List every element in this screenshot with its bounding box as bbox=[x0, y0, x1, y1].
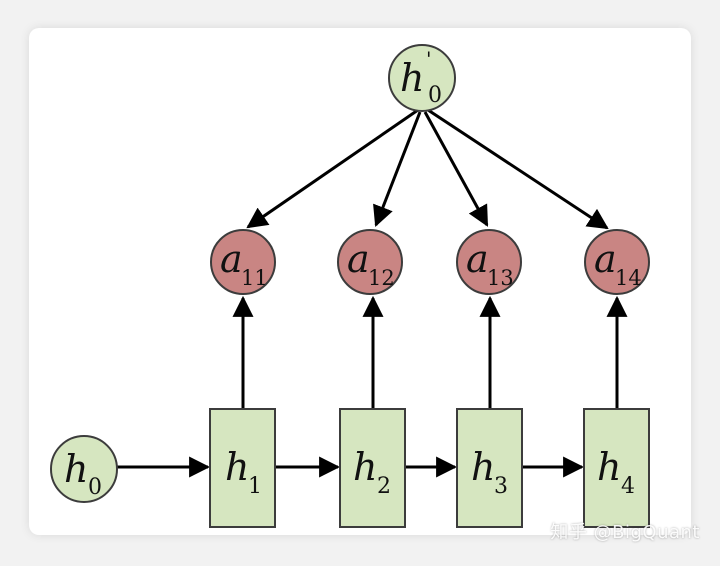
arrow-top-to-a13 bbox=[423, 111, 489, 227]
top-node-h0-prime: h ' 0 bbox=[388, 44, 456, 112]
h0-base: h bbox=[64, 447, 88, 491]
h2-base: h bbox=[353, 445, 377, 489]
h4-sub: 4 bbox=[621, 474, 635, 499]
h3-sub: 3 bbox=[494, 474, 508, 499]
h2-sub: 2 bbox=[377, 474, 391, 499]
arrow-top-to-a12 bbox=[373, 111, 422, 227]
hidden-state-h3: h 3 bbox=[456, 408, 523, 528]
attention-node-a13: a 13 bbox=[456, 229, 522, 295]
a13-sub: 13 bbox=[487, 266, 514, 290]
arrow-top-to-a14 bbox=[427, 108, 609, 230]
h1-base: h bbox=[225, 445, 249, 489]
h0-sub: 0 bbox=[88, 475, 102, 500]
attention-node-a11: a 11 bbox=[210, 229, 276, 295]
top-node-prime: ' bbox=[426, 47, 432, 71]
a11-sub: 11 bbox=[241, 266, 268, 290]
h4-base: h bbox=[597, 445, 621, 489]
watermark: 知乎 @BigQuant bbox=[550, 522, 700, 543]
a11-base: a bbox=[220, 237, 243, 281]
state-to-attention-arrows bbox=[232, 295, 628, 408]
attention-node-a12: a 12 bbox=[337, 229, 403, 295]
hidden-state-h4: h 4 bbox=[583, 408, 650, 528]
attention-node-a14: a 14 bbox=[584, 229, 650, 295]
h3-base: h bbox=[471, 445, 495, 489]
top-node-base: h bbox=[400, 56, 424, 100]
a12-base: a bbox=[347, 237, 370, 281]
a13-base: a bbox=[466, 237, 489, 281]
initial-state-h0: h 0 bbox=[50, 435, 118, 503]
a12-sub: 12 bbox=[368, 266, 395, 290]
arrow-top-to-a11 bbox=[246, 108, 419, 229]
top-node-sub: 0 bbox=[428, 83, 442, 108]
top-to-attention-arrows bbox=[246, 108, 609, 230]
hidden-state-h2: h 2 bbox=[339, 408, 406, 528]
h1-sub: 1 bbox=[248, 474, 262, 499]
hidden-state-h1: h 1 bbox=[209, 408, 276, 528]
a14-base: a bbox=[594, 237, 617, 281]
a14-sub: 14 bbox=[615, 266, 642, 290]
